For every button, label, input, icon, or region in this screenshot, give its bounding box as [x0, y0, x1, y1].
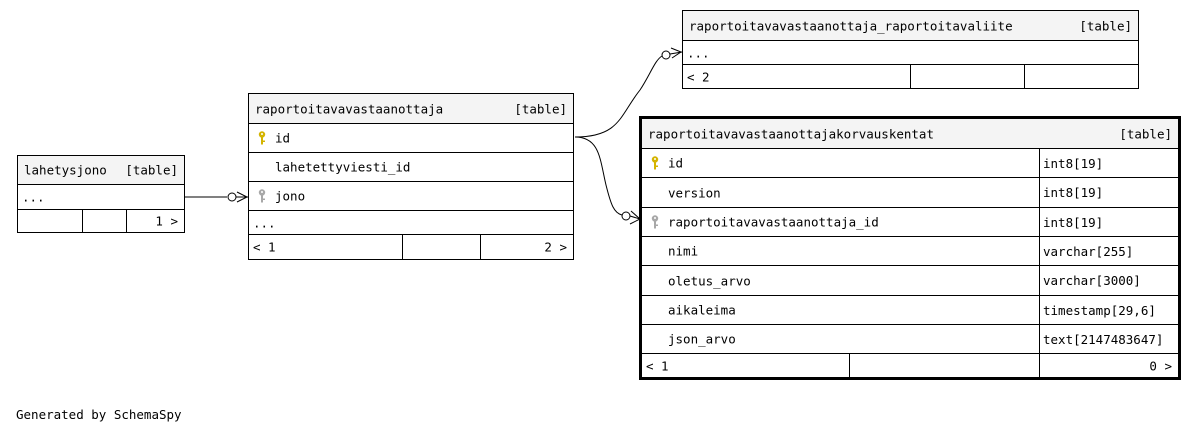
column-name: aikaleima — [668, 302, 736, 318]
table-type-label: [table] — [514, 101, 567, 116]
foreign-key-icon — [651, 215, 659, 229]
table-raportoitavavastaanottaja[interactable]: raportoitavavastaanottaja [table] id lah… — [248, 93, 574, 260]
table-raportoitavavastaanottajakorvauskentat[interactable]: raportoitavavastaanottajakorvauskentat [… — [639, 116, 1181, 380]
primary-key-icon — [651, 156, 659, 170]
nav-row: < 1 2 > — [249, 235, 573, 259]
nav-cell-right — [1024, 65, 1138, 88]
table-name: raportoitavavastaanottajakorvauskentat — [648, 126, 934, 141]
table-name: lahetysjono — [24, 162, 107, 178]
nav-cell-right[interactable]: 1 > — [126, 210, 184, 232]
table-name: raportoitavavastaanottaja — [255, 101, 444, 116]
table-type-label: [table] — [1119, 126, 1172, 141]
column-type: text[2147483647] — [1039, 325, 1178, 353]
column-type: int8[19] — [1039, 208, 1178, 236]
table-type-label: [table] — [125, 162, 178, 178]
column-name: raportoitavavastaanottaja_id — [668, 214, 879, 230]
edge-raportoitavavastaanottaja-to-lahetysjono — [185, 191, 249, 203]
nav-cell-middle — [402, 235, 480, 259]
ellipsis: ... — [687, 45, 710, 60]
more-columns-row: ... — [18, 185, 184, 210]
column-row[interactable]: json_arvo text[2147483647] — [642, 325, 1178, 354]
table-name: raportoitavavastaanottaja_raportoitavali… — [689, 18, 1013, 33]
nav-row: 1 > — [18, 210, 184, 232]
edge-korvauskentat-to-raportoitavavastaanottaja — [574, 136, 641, 225]
column-name: lahetettyviesti_id — [275, 159, 411, 175]
parent-count-link[interactable]: < 1 — [253, 239, 276, 255]
nav-row: < 2 — [683, 65, 1138, 88]
table-header[interactable]: raportoitavavastaanottajakorvauskentat [… — [642, 119, 1178, 149]
nav-cell-right[interactable]: 0 > — [1039, 354, 1178, 377]
column-row[interactable]: jono — [249, 182, 573, 211]
table-header[interactable]: lahetysjono [table] — [18, 156, 184, 185]
column-row[interactable]: lahetettyviesti_id — [249, 153, 573, 182]
column-row[interactable]: raportoitavavastaanottaja_id int8[19] — [642, 208, 1178, 237]
generator-credit: Generated by SchemaSpy — [16, 407, 182, 422]
column-type: int8[19] — [1039, 178, 1178, 207]
table-header[interactable]: raportoitavavastaanottaja [table] — [249, 94, 573, 124]
table-raportoitavavastaanottaja-raportoitavaliite[interactable]: raportoitavavastaanottaja_raportoitavali… — [682, 10, 1139, 89]
column-name: id — [668, 155, 684, 171]
column-row[interactable]: id — [249, 124, 573, 153]
foreign-key-icon — [258, 189, 266, 203]
primary-key-icon — [258, 131, 266, 145]
column-name: nimi — [668, 243, 699, 259]
nav-cell-left[interactable]: < 1 — [642, 354, 849, 377]
ellipsis: ... — [253, 215, 276, 230]
more-columns-row: ... — [249, 211, 573, 235]
nav-cell-middle — [849, 354, 1039, 377]
nav-row: < 1 0 > — [642, 354, 1178, 377]
column-row[interactable]: oletus_arvo varchar[3000] — [642, 266, 1178, 296]
column-name: version — [668, 185, 721, 200]
column-name: jono — [275, 188, 306, 204]
nav-cell-right[interactable]: 2 > — [480, 235, 573, 259]
child-count-link[interactable]: 2 > — [544, 239, 567, 255]
nav-cell-left[interactable]: < 1 — [249, 235, 402, 259]
table-lahetysjono[interactable]: lahetysjono [table] ... 1 > — [17, 155, 185, 233]
child-count-link[interactable]: 0 > — [1149, 358, 1172, 373]
child-count-link[interactable]: 1 > — [155, 213, 178, 229]
column-name: json_arvo — [668, 331, 736, 347]
column-name: oletus_arvo — [668, 273, 751, 288]
ellipsis: ... — [22, 189, 45, 205]
column-row[interactable]: id int8[19] — [642, 149, 1178, 178]
nav-cell-middle — [82, 210, 126, 232]
more-columns-row: ... — [683, 41, 1138, 65]
nav-cell-middle — [910, 65, 1024, 88]
column-type: timestamp[29,6] — [1039, 296, 1178, 324]
column-name: id — [275, 130, 291, 146]
nav-cell-left — [18, 210, 82, 232]
table-header[interactable]: raportoitavavastaanottaja_raportoitavali… — [683, 11, 1138, 41]
nav-cell-left[interactable]: < 2 — [683, 65, 910, 88]
column-row[interactable]: version int8[19] — [642, 178, 1178, 208]
column-type: varchar[255] — [1039, 237, 1178, 265]
table-type-label: [table] — [1079, 18, 1132, 33]
column-row[interactable]: nimi varchar[255] — [642, 237, 1178, 266]
column-row[interactable]: aikaleima timestamp[29,6] — [642, 296, 1178, 325]
column-type: varchar[3000] — [1039, 266, 1178, 295]
parent-count-link[interactable]: < 1 — [646, 358, 669, 373]
parent-count-link[interactable]: < 2 — [687, 69, 710, 84]
column-type: int8[19] — [1039, 149, 1178, 177]
